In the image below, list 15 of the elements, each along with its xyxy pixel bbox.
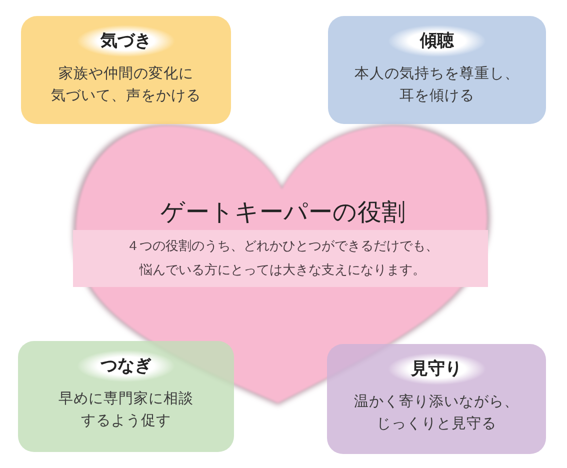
card-heading: 傾聴 (388, 25, 486, 57)
rounded-card (21, 16, 231, 124)
heart-heading: ゲートキーパーの役割 (160, 197, 406, 228)
band-text: ４つの役割のうち、どれかひとつができるだけでも、悩んでいる方にとっては大きな支えになります。 (126, 238, 438, 280)
card-text: 家族や仲間の変化に気づいて、声をかける (51, 64, 201, 106)
card-text: 早めに専門家に相談するよう促す (58, 390, 194, 431)
card-heading: 気づき (77, 25, 175, 57)
card-heading: つなぎ (77, 350, 175, 382)
card-heading: 見守り (388, 353, 486, 385)
rounded-card (18, 341, 234, 452)
text-band (73, 230, 488, 287)
rounded-card (327, 344, 546, 454)
rounded-card (328, 16, 546, 124)
card-text: 温かく寄り添いながら、じっくりと見守る (354, 392, 519, 434)
card-text: 本人の気持ちを尊重し、耳を傾ける (354, 64, 520, 106)
